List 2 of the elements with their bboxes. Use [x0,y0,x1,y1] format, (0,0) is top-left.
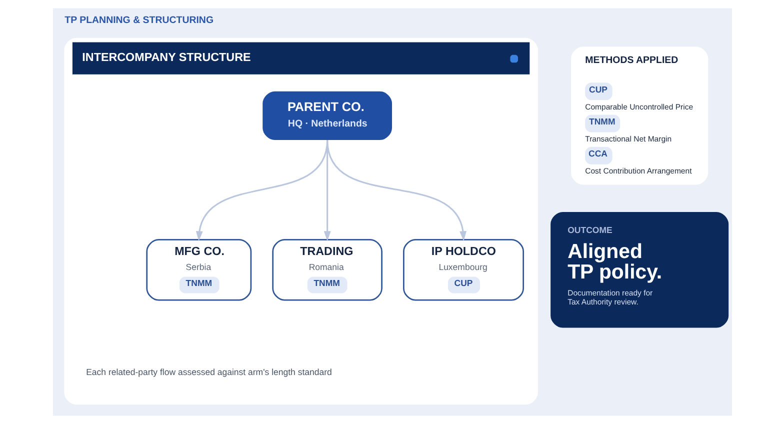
label: Each related-party flow assessed against arm's length standard [86,367,332,378]
diagram-title: TP PLANNING & STRUCTURING [64,14,214,26]
